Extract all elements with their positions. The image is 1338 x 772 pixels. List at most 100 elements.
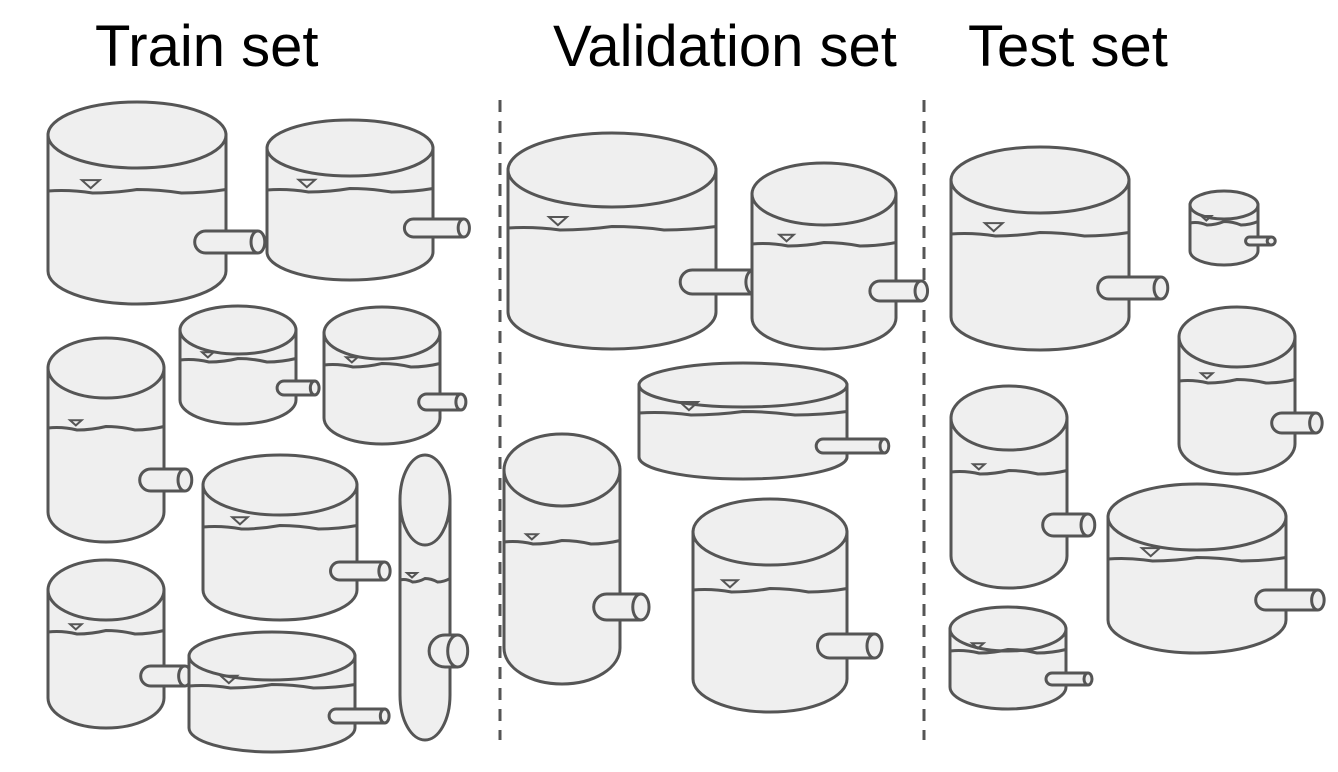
test-tank-6-level-marker xyxy=(969,642,987,650)
val-tank-3-top xyxy=(637,361,849,409)
test-tank-2-level-marker xyxy=(1198,215,1214,222)
test-tank-4-outlet-pipe-end xyxy=(1079,512,1097,538)
test-tank-6-top xyxy=(948,605,1068,653)
val-tank-1 xyxy=(506,131,763,351)
val-tank-2-level-marker xyxy=(776,233,797,243)
train-tank-5-level-marker xyxy=(343,356,361,364)
train-tank-4-body xyxy=(178,328,298,426)
test-tank-1-outlet-pipe xyxy=(1096,275,1161,301)
train-tank-8-outlet-pipe-end xyxy=(378,707,391,725)
train-tank-6-outlet-pipe-end xyxy=(377,560,392,582)
test-tank-6 xyxy=(948,605,1094,711)
train-tank-8-top xyxy=(187,630,357,682)
val-tank-2 xyxy=(750,161,930,351)
test-tank-2 xyxy=(1188,189,1277,267)
train-tank-6-level-marker xyxy=(229,516,251,526)
test-tank-1-outlet-pipe-end xyxy=(1152,275,1170,301)
val-tank-4-outlet-pipe xyxy=(592,592,641,622)
train-tank-8-water-line xyxy=(188,682,356,690)
test-tank-3 xyxy=(1177,305,1324,476)
train-tank-1 xyxy=(46,100,267,306)
train-tank-7 xyxy=(46,558,193,730)
train-tank-2 xyxy=(265,118,471,282)
tanks-group xyxy=(46,100,1326,754)
train-tank-7-top xyxy=(46,558,166,622)
test-tank-5 xyxy=(1106,482,1326,655)
train-tank-3-outlet-pipe xyxy=(138,467,185,493)
val-tank-3-outlet-pipe-end xyxy=(878,437,891,455)
train-tank-5-outlet-pipe xyxy=(417,392,461,412)
val-tank-1-body xyxy=(506,168,718,351)
train-tank-6-top xyxy=(201,453,359,517)
val-tank-4 xyxy=(502,432,651,686)
test-tank-3-outlet-pipe xyxy=(1270,411,1316,435)
train-tank-7-level-marker xyxy=(67,623,85,631)
test-tank-2-top xyxy=(1188,189,1260,221)
train-tank-1-body xyxy=(46,133,228,306)
test-tank-4-body xyxy=(949,416,1069,590)
val-tank-2-outlet-pipe-end xyxy=(913,279,930,303)
test-tank-3-body xyxy=(1177,335,1297,476)
test-tank-1-level-marker xyxy=(982,222,1006,233)
train-tank-9-outlet-pipe-end xyxy=(446,633,470,669)
test-tank-6-outlet-pipe xyxy=(1044,671,1088,687)
train-tank-1-outlet-pipe xyxy=(193,229,258,255)
train-tank-3-top xyxy=(46,336,166,400)
val-tank-2-top xyxy=(750,161,898,227)
train-tank-3-water-line xyxy=(47,424,165,432)
test-tank-2-water-line xyxy=(1189,219,1259,227)
test-set-title: Test set xyxy=(968,14,1168,79)
train-tank-9-top xyxy=(398,453,452,547)
val-tank-5 xyxy=(691,497,884,714)
train-tank-2-body xyxy=(265,146,435,282)
test-tank-3-top xyxy=(1177,305,1297,369)
train-tank-5-water-line xyxy=(323,361,441,369)
train-tank-2-outlet-pipe xyxy=(402,217,464,239)
train-tank-5-outlet-pipe-end xyxy=(454,392,468,412)
val-tank-4-body xyxy=(502,468,622,686)
val-tank-5-level-marker xyxy=(719,579,741,589)
train-tank-9-level-marker xyxy=(404,572,420,579)
val-tank-3 xyxy=(637,361,891,481)
train-tank-3-body xyxy=(46,366,166,544)
train-tank-8 xyxy=(187,630,391,754)
test-tank-6-water-line xyxy=(949,647,1067,655)
train-tank-7-outlet-pipe xyxy=(139,664,185,688)
val-tank-4-outlet-pipe-end xyxy=(631,592,651,622)
test-tank-4-water-line xyxy=(950,468,1068,476)
val-tank-1-outlet-pipe xyxy=(678,268,754,296)
test-tank-4-top xyxy=(949,384,1069,452)
train-tank-5-top xyxy=(322,305,442,361)
train-tank-4-outlet-pipe-end xyxy=(308,379,321,397)
test-tank-1 xyxy=(949,145,1170,352)
test-tank-5-outlet-pipe-end xyxy=(1310,588,1326,612)
test-tank-3-outlet-pipe-end xyxy=(1308,411,1324,435)
test-tank-4-level-marker xyxy=(970,463,988,471)
test-tank-2-outlet-pipe xyxy=(1244,235,1272,247)
train-tank-3-level-marker xyxy=(67,419,85,427)
train-tank-9 xyxy=(398,453,470,742)
train-tank-7-water-line xyxy=(47,628,165,636)
val-tank-3-outlet-pipe xyxy=(814,437,885,455)
train-tank-6-water-line xyxy=(202,523,358,531)
val-tank-4-level-marker xyxy=(523,533,541,541)
test-tank-3-water-line xyxy=(1178,377,1296,385)
train-set-title: Train set xyxy=(95,14,319,79)
train-tank-8-outlet-pipe xyxy=(327,707,385,725)
val-tank-1-top xyxy=(506,131,718,209)
val-tank-2-water-line xyxy=(751,240,897,248)
train-tank-3-outlet-pipe-end xyxy=(176,467,194,493)
val-tank-5-water-line xyxy=(692,586,848,594)
train-tank-1-water-line xyxy=(47,187,227,195)
train-tank-4 xyxy=(178,304,321,426)
train-tank-4-top xyxy=(178,304,298,356)
train-tank-2-outlet-pipe-end xyxy=(456,217,471,239)
train-tank-1-outlet-pipe-end xyxy=(249,229,267,255)
val-tank-2-outlet-pipe xyxy=(868,279,922,303)
test-tank-3-level-marker xyxy=(1198,372,1216,380)
val-tank-1-water-line xyxy=(507,224,717,232)
train-tank-5 xyxy=(322,305,468,446)
val-tank-2-body xyxy=(750,192,898,351)
